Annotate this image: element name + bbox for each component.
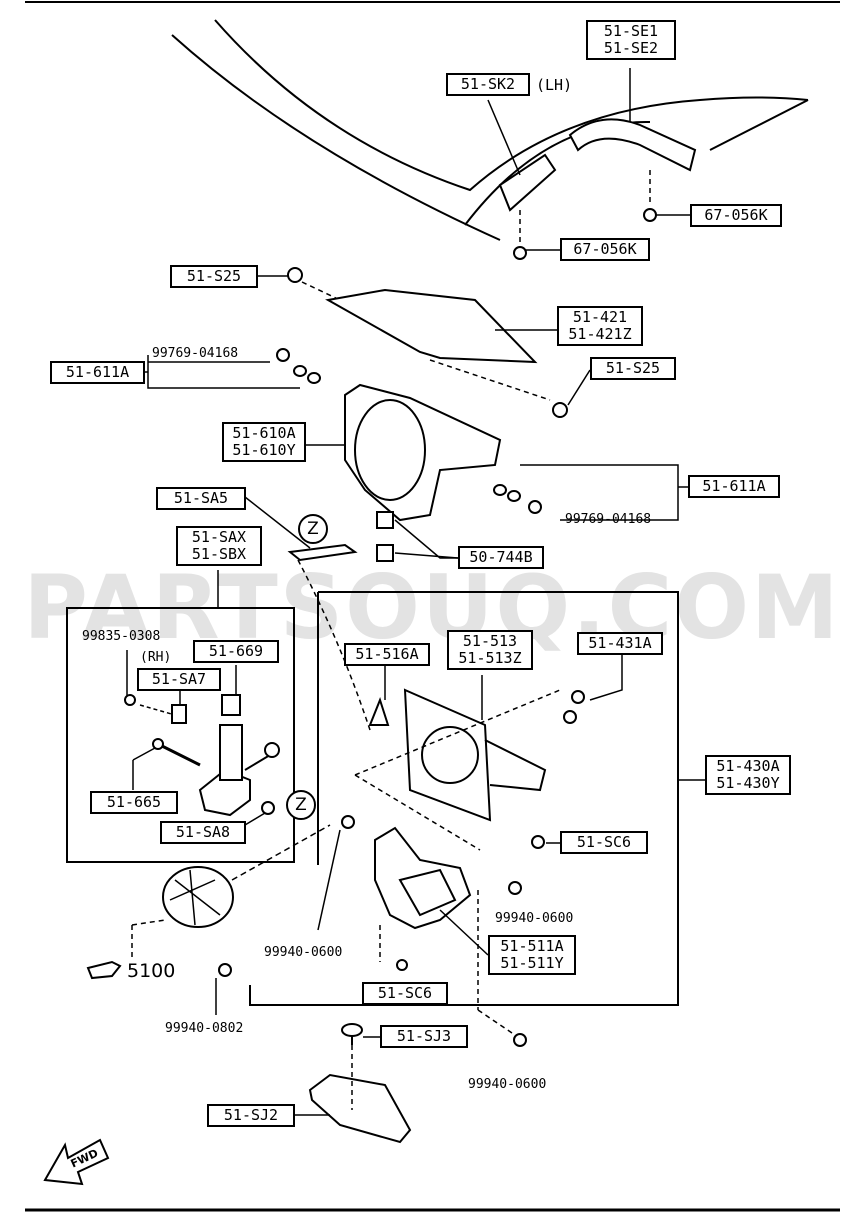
label-51-se: 51-SE1 51-SE2 xyxy=(586,20,676,60)
label-99940-0802: 99940-0802 xyxy=(165,1021,244,1036)
bushing-744b-2 xyxy=(376,544,394,562)
label-51-sc6-right: 51-SC6 xyxy=(560,831,648,854)
plate-sj2 xyxy=(308,1073,412,1144)
label-51-421: 51-421 51-421Z xyxy=(557,306,643,346)
label-51-665: 51-665 xyxy=(90,791,178,814)
label-51-s25-mid: 51-S25 xyxy=(590,357,676,380)
label-rh-note: (RH) xyxy=(140,650,172,665)
lamp-housing-610 xyxy=(344,383,502,522)
label-51-sj2: 51-SJ2 xyxy=(207,1104,295,1127)
label-50-744b: 50-744B xyxy=(458,546,544,569)
label-51-610: 51-610A 51-610Y xyxy=(222,422,306,462)
detail-box-right xyxy=(249,591,679,1006)
lamp-cover-421 xyxy=(325,288,538,364)
pointing-hand-icon xyxy=(86,960,122,980)
fwd-arrow xyxy=(43,1138,110,1186)
z-marker-detail: Z xyxy=(286,790,316,820)
sk2-cover xyxy=(498,153,557,212)
label-51-sa5: 51-SA5 xyxy=(156,487,246,510)
label-51-sa7: 51-SA7 xyxy=(137,668,221,691)
label-51-sc6-bottom: 51-SC6 xyxy=(362,982,448,1005)
label-51-sa8: 51-SA8 xyxy=(160,821,246,844)
label-51-511: 51-511A 51-511Y xyxy=(488,935,576,975)
mount-frame-513 xyxy=(403,688,492,822)
label-51-sj3: 51-SJ3 xyxy=(380,1025,468,1048)
label-67-056k-right: 67-056K xyxy=(690,204,782,227)
label-51-611a-right: 51-611A xyxy=(688,475,780,498)
label-51-sk2: 51-SK2 xyxy=(446,73,530,96)
label-51-431a: 51-431A xyxy=(577,632,663,655)
screw-67-056k-left xyxy=(513,246,527,260)
label-51-430: 51-430A 51-430Y xyxy=(705,755,791,795)
ref-5100[interactable]: 5100 xyxy=(127,960,176,982)
body-line-2 xyxy=(214,19,809,192)
label-99940-0600-bottom: 99940-0600 xyxy=(468,1077,547,1092)
screw-67-056k-right xyxy=(643,208,657,222)
label-51-sax: 51-SAX 51-SBX xyxy=(176,526,262,566)
bushing-744b-1 xyxy=(376,511,394,529)
label-67-056k-left: 67-056K xyxy=(560,238,650,261)
body-line-1 xyxy=(171,34,501,241)
label-99769-04168-left: 99769-04168 xyxy=(152,346,239,361)
label-51-s25-top: 51-S25 xyxy=(170,265,258,288)
body-line-4 xyxy=(709,99,809,151)
label-99769-04168-right: 99769-04168 xyxy=(565,512,652,527)
adjuster-516a xyxy=(368,697,390,726)
se-trim xyxy=(568,118,697,172)
label-51-513: 51-513 51-513Z xyxy=(447,630,533,670)
bolt-s25-mid xyxy=(552,402,568,418)
label-51-611a-left: 51-611A xyxy=(50,361,145,384)
bolt-s25-top xyxy=(287,267,303,283)
label-51-669: 51-669 xyxy=(193,640,279,663)
z-marker-top: Z xyxy=(298,514,328,544)
detail-box-left xyxy=(66,607,295,863)
label-99835-0308: 99835-0308 xyxy=(82,629,161,644)
label-lh-note: (LH) xyxy=(536,76,573,94)
label-99940-0600-left: 99940-0600 xyxy=(264,945,343,960)
label-51-516a: 51-516A xyxy=(344,643,430,666)
linkage-sa5 xyxy=(287,543,358,562)
label-99940-0600-right: 99940-0600 xyxy=(495,911,574,926)
